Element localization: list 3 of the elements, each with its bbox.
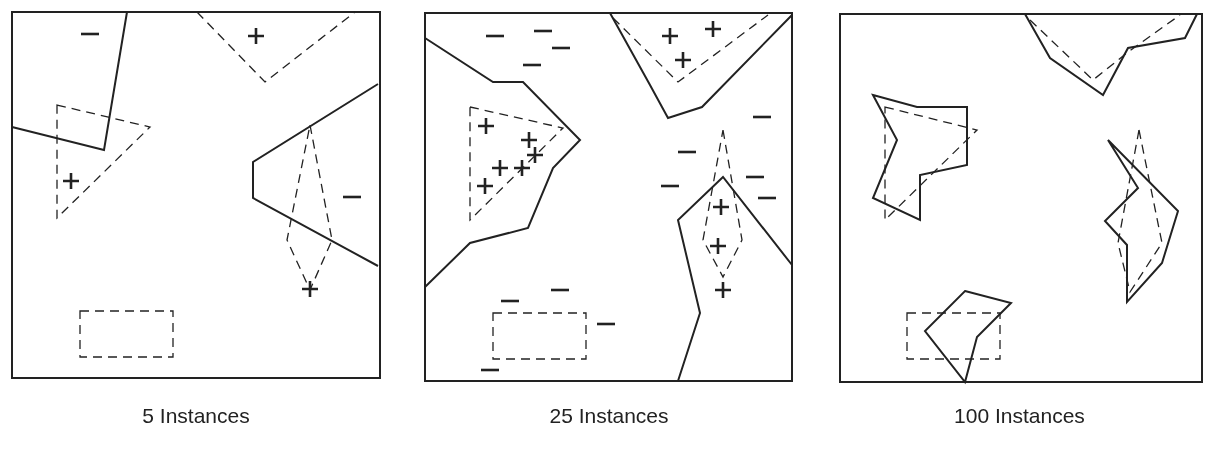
panel-caption: 5 Instances — [142, 405, 250, 426]
panel-caption: 25 Instances — [549, 405, 669, 426]
panel-caption: 100 Instances — [954, 405, 1085, 426]
